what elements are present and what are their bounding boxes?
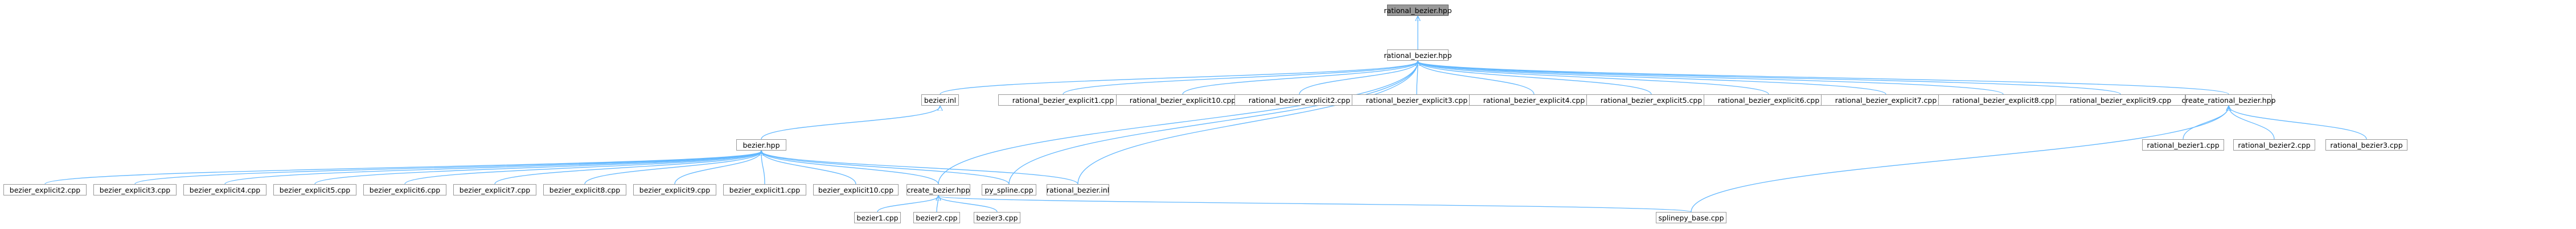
node-bezier-explicit10-cpp[interactable]: bezier_explicit10.cpp [813, 184, 899, 195]
node-bezier-explicit9-cpp[interactable]: bezier_explicit9.cpp [633, 184, 716, 195]
node-bezier-explicit2-cpp[interactable]: bezier_explicit2.cpp [3, 184, 87, 195]
edge-rbe10-to-rational_bezier_hpp [1182, 61, 1418, 95]
node-splinepy-base-cpp[interactable]: splinepy_base.cpp [1656, 212, 1726, 223]
edge-rbe6-to-rational_bezier_hpp [1418, 61, 1769, 95]
edge-create_bezier_hpp-to-rational_bezier_hpp [938, 61, 1418, 185]
node-rational-bezier1-cpp[interactable]: rational_bezier1.cpp [2142, 139, 2224, 151]
edge-rbe8-to-rational_bezier_hpp [1418, 61, 2004, 95]
edge-rbe4-to-rational_bezier_hpp [1418, 61, 1535, 95]
node-rational-bezier-explicit1-cpp[interactable]: rational_bezier_explicit1.cpp [998, 94, 1128, 106]
node-rational-bezier-explicit10-cpp[interactable]: rational_bezier_explicit10.cpp [1116, 94, 1249, 106]
edge-splinepy_base_cpp-to-create_bezier_hpp [938, 196, 1692, 213]
node-bezier-inl[interactable]: bezier.inl [921, 94, 959, 106]
edge-be6-to-bezier_hpp [404, 151, 761, 185]
node-bezier2-cpp[interactable]: bezier2.cpp [913, 212, 960, 223]
node-bezier3-cpp[interactable]: bezier3.cpp [974, 212, 1020, 223]
edge-rbe7-to-rational_bezier_hpp [1418, 61, 1886, 95]
edge-be4-to-bezier_hpp [224, 151, 761, 185]
edge-be7-to-bezier_hpp [494, 151, 761, 185]
edge-be8-to-bezier_hpp [584, 151, 761, 185]
node-bezier-explicit5-cpp[interactable]: bezier_explicit5.cpp [273, 184, 356, 195]
edge-rbe5-to-rational_bezier_hpp [1418, 61, 1652, 95]
edge-create_bezier_hpp-to-bezier_hpp [761, 151, 939, 185]
node-bezier1-cpp[interactable]: bezier1.cpp [854, 212, 901, 223]
node-rational-bezier3-cpp[interactable]: rational_bezier3.cpp [2325, 139, 2407, 151]
edge-splinepy_base_cpp-to-create_rational_bezier_hpp [1691, 106, 2229, 213]
node-create-bezier-hpp[interactable]: create_bezier.hpp [906, 184, 970, 195]
node-bezier-explicit3-cpp[interactable]: bezier_explicit3.cpp [93, 184, 177, 195]
node-rational-bezier-explicit7-cpp[interactable]: rational_bezier_explicit7.cpp [1821, 94, 1951, 106]
edge-rational_bezier_inl-to-bezier_hpp [761, 151, 1078, 185]
edge-rbe1-to-rational_bezier_hpp [1063, 61, 1418, 95]
edge-bezier_hpp-to-bezier_inl [761, 106, 940, 140]
node-rational-bezier-explicit2-cpp[interactable]: rational_bezier_explicit2.cpp [1234, 94, 1364, 106]
node-bezier-hpp[interactable]: bezier.hpp [736, 139, 786, 151]
edge-bezier1-to-create_bezier_hpp [877, 196, 938, 213]
node-py-spline-cpp[interactable]: py_spline.cpp [982, 184, 1036, 195]
edge-rbe2-to-rational_bezier_hpp [1299, 61, 1418, 95]
edge-py_spline_cpp-to-rational_bezier_hpp [1008, 61, 1418, 185]
node-bezier-explicit8-cpp[interactable]: bezier_explicit8.cpp [543, 184, 626, 195]
node-rational-bezier-explicit4-cpp[interactable]: rational_bezier_explicit4.cpp [1469, 94, 1599, 106]
edge-be5-to-bezier_hpp [314, 151, 761, 185]
edge-rbe9-to-rational_bezier_hpp [1418, 61, 2121, 95]
edge-be3-to-bezier_hpp [134, 151, 761, 185]
node-bezier-explicit1-cpp[interactable]: bezier_explicit1.cpp [723, 184, 806, 195]
node-rational-bezier-explicit8-cpp[interactable]: rational_bezier_explicit8.cpp [1938, 94, 2068, 106]
node-rational-bezier-inl[interactable]: rational_bezier.inl [1047, 184, 1109, 195]
edge-be2-to-bezier_hpp [44, 151, 761, 185]
edge-bezier_inl-to-rational_bezier_hpp [940, 61, 1418, 95]
edge-rb3-to-create_rational_bezier_hpp [2229, 106, 2367, 140]
node-rational-bezier-hpp[interactable]: rational_bezier.hpp [1384, 49, 1452, 61]
edge-py_spline_cpp-to-bezier_hpp [761, 151, 1010, 185]
edge-rb1-to-create_rational_bezier_hpp [2183, 106, 2229, 140]
node-create-rational-bezier-hpp[interactable]: create_rational_bezier.hpp [2181, 94, 2276, 106]
node-bezier-explicit7-cpp[interactable]: bezier_explicit7.cpp [453, 184, 536, 195]
node-rational-bezier-explicit5-cpp[interactable]: rational_bezier_explicit5.cpp [1586, 94, 1716, 106]
node-rational-bezier-explicit3-cpp[interactable]: rational_bezier_explicit3.cpp [1352, 94, 1482, 106]
node-rational-bezier-explicit9-cpp[interactable]: rational_bezier_explicit9.cpp [2056, 94, 2185, 106]
edge-be10-to-bezier_hpp [761, 151, 856, 185]
edge-bezier2-to-create_bezier_hpp [937, 196, 938, 213]
node-rational-bezier-hpp-root: rational_bezier.hpp [1384, 5, 1452, 16]
node-bezier-explicit4-cpp[interactable]: bezier_explicit4.cpp [183, 184, 266, 195]
node-rational-bezier2-cpp[interactable]: rational_bezier2.cpp [2233, 139, 2315, 151]
node-bezier-explicit6-cpp[interactable]: bezier_explicit6.cpp [363, 184, 446, 195]
edge-create_rational_bezier_hpp-to-rational_bezier_hpp [1418, 61, 2229, 95]
node-rational-bezier-explicit6-cpp[interactable]: rational_bezier_explicit6.cpp [1704, 94, 1833, 106]
edge-rb2-to-create_rational_bezier_hpp [2229, 106, 2275, 140]
edge-rational_bezier_inl-to-rational_bezier_hpp [1077, 61, 1418, 185]
edge-be9-to-bezier_hpp [674, 151, 761, 185]
